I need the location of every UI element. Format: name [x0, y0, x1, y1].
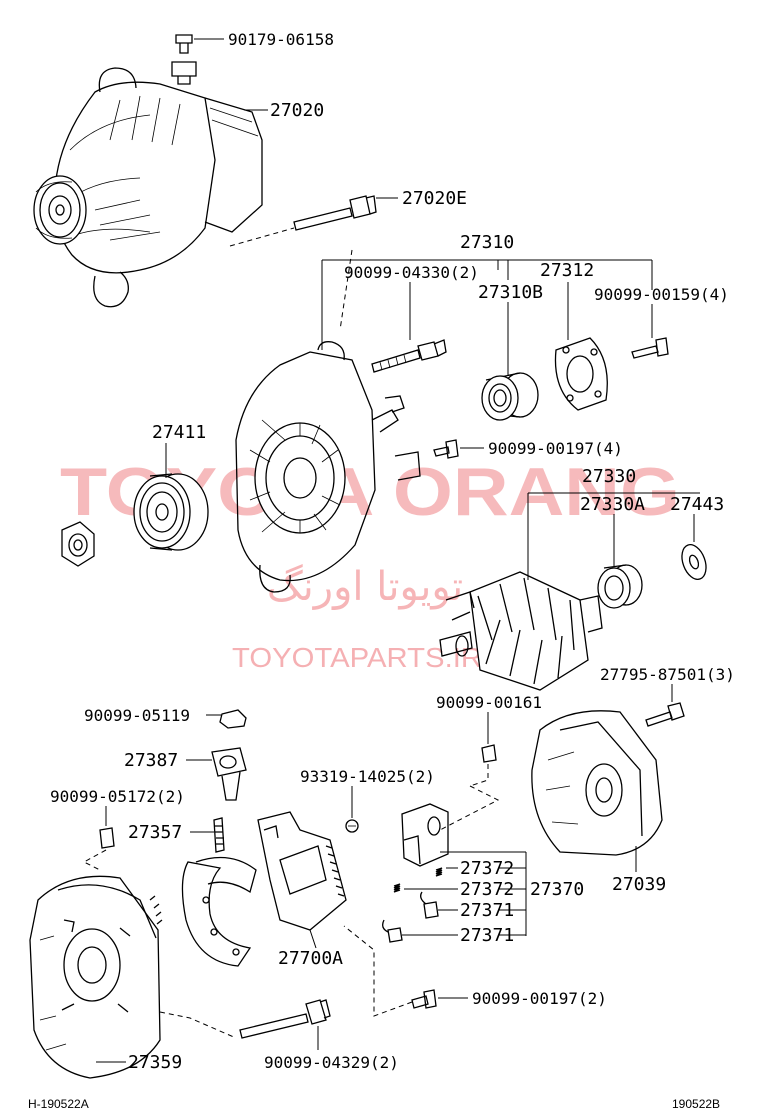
pulley-27411 — [133, 473, 209, 551]
footer-left-code: H-190522A — [28, 1097, 89, 1111]
stud-bolt-90099-04330 — [371, 339, 447, 373]
label-27371-upper: 27371 — [460, 900, 514, 921]
rectifier-27357 — [181, 817, 257, 967]
watermark-brand-persian: تویوتا اورنگ — [267, 564, 463, 610]
bearing-27330A — [597, 564, 643, 609]
brush-holder-27370 — [401, 803, 449, 867]
label-27020E: 27020E — [402, 188, 467, 209]
footer-right-code: 190522B — [672, 1097, 720, 1111]
label-90099-04330: 90099-04330(2) — [344, 263, 479, 282]
rotor-27330 — [439, 571, 603, 691]
label-27357: 27357 — [128, 822, 182, 843]
brush-27371 — [382, 891, 439, 943]
part-labels: 90179-06158 27020 27020E 27310 90099-043… — [50, 30, 735, 1073]
pulley-nut — [61, 521, 95, 567]
bolt-27795-87501 — [645, 702, 685, 727]
label-27312: 27312 — [540, 260, 594, 281]
leader-lines — [96, 38, 700, 1063]
drive-end-frame-drawing — [235, 249, 421, 593]
label-27411: 27411 — [152, 422, 206, 443]
screw-90099-00197-lower — [343, 925, 437, 1017]
nut-90099-05119 — [219, 709, 247, 729]
label-27795-87501: 27795-87501(3) — [600, 665, 735, 684]
label-27330: 27330 — [582, 466, 636, 487]
label-90099-00161: 90099-00161 — [436, 693, 542, 712]
screw-93319-14025 — [345, 819, 359, 833]
terminal-insulator-27387 — [211, 747, 247, 801]
label-27372-lower: 27372 — [460, 879, 514, 900]
screw-90099-00161 — [439, 744, 500, 831]
label-27020: 27020 — [270, 100, 324, 121]
label-27370: 27370 — [530, 879, 584, 900]
drive-end-housing-27359 — [29, 875, 237, 1079]
watermark-site: TOYOTAPARTS.IR — [232, 642, 482, 673]
label-27310B: 27310B — [478, 282, 543, 303]
screw-90099-05172 — [82, 827, 115, 871]
label-27310: 27310 — [460, 232, 514, 253]
screw-90099-00197-upper — [433, 439, 459, 459]
label-90099-00197-4: 90099-00197(4) — [488, 439, 623, 458]
label-90099-04329: 90099-04329(2) — [264, 1053, 399, 1072]
label-27387: 27387 — [124, 750, 178, 771]
footer: H-190522A 190522B — [28, 1097, 720, 1111]
label-27700A: 27700A — [278, 948, 343, 969]
rear-end-cover-27039 — [531, 710, 663, 856]
label-27330A: 27330A — [580, 494, 645, 515]
bearing-27310B — [481, 372, 539, 421]
label-27443: 27443 — [670, 494, 724, 515]
screw-90099-00159 — [631, 337, 669, 359]
label-27371-lower: 27371 — [460, 925, 514, 946]
label-90179-06158: 90179-06158 — [228, 30, 334, 49]
retainer-plate-27312 — [554, 337, 608, 411]
label-27372-upper: 27372 — [460, 858, 514, 879]
alternator-assembly-drawing — [33, 34, 377, 308]
regulator-27700A — [257, 811, 347, 931]
washer-27443 — [681, 544, 707, 580]
label-27039: 27039 — [612, 874, 666, 895]
label-90099-00197-2: 90099-00197(2) — [472, 989, 607, 1008]
label-90099-00159: 90099-00159(4) — [594, 285, 729, 304]
label-90099-05172: 90099-05172(2) — [50, 787, 185, 806]
label-27359: 27359 — [128, 1052, 182, 1073]
through-bolt-90099-04329 — [239, 999, 331, 1039]
label-93319-14025: 93319-14025(2) — [300, 767, 435, 786]
label-90099-05119: 90099-05119 — [84, 706, 190, 725]
brush-spring-27372 — [393, 867, 443, 893]
